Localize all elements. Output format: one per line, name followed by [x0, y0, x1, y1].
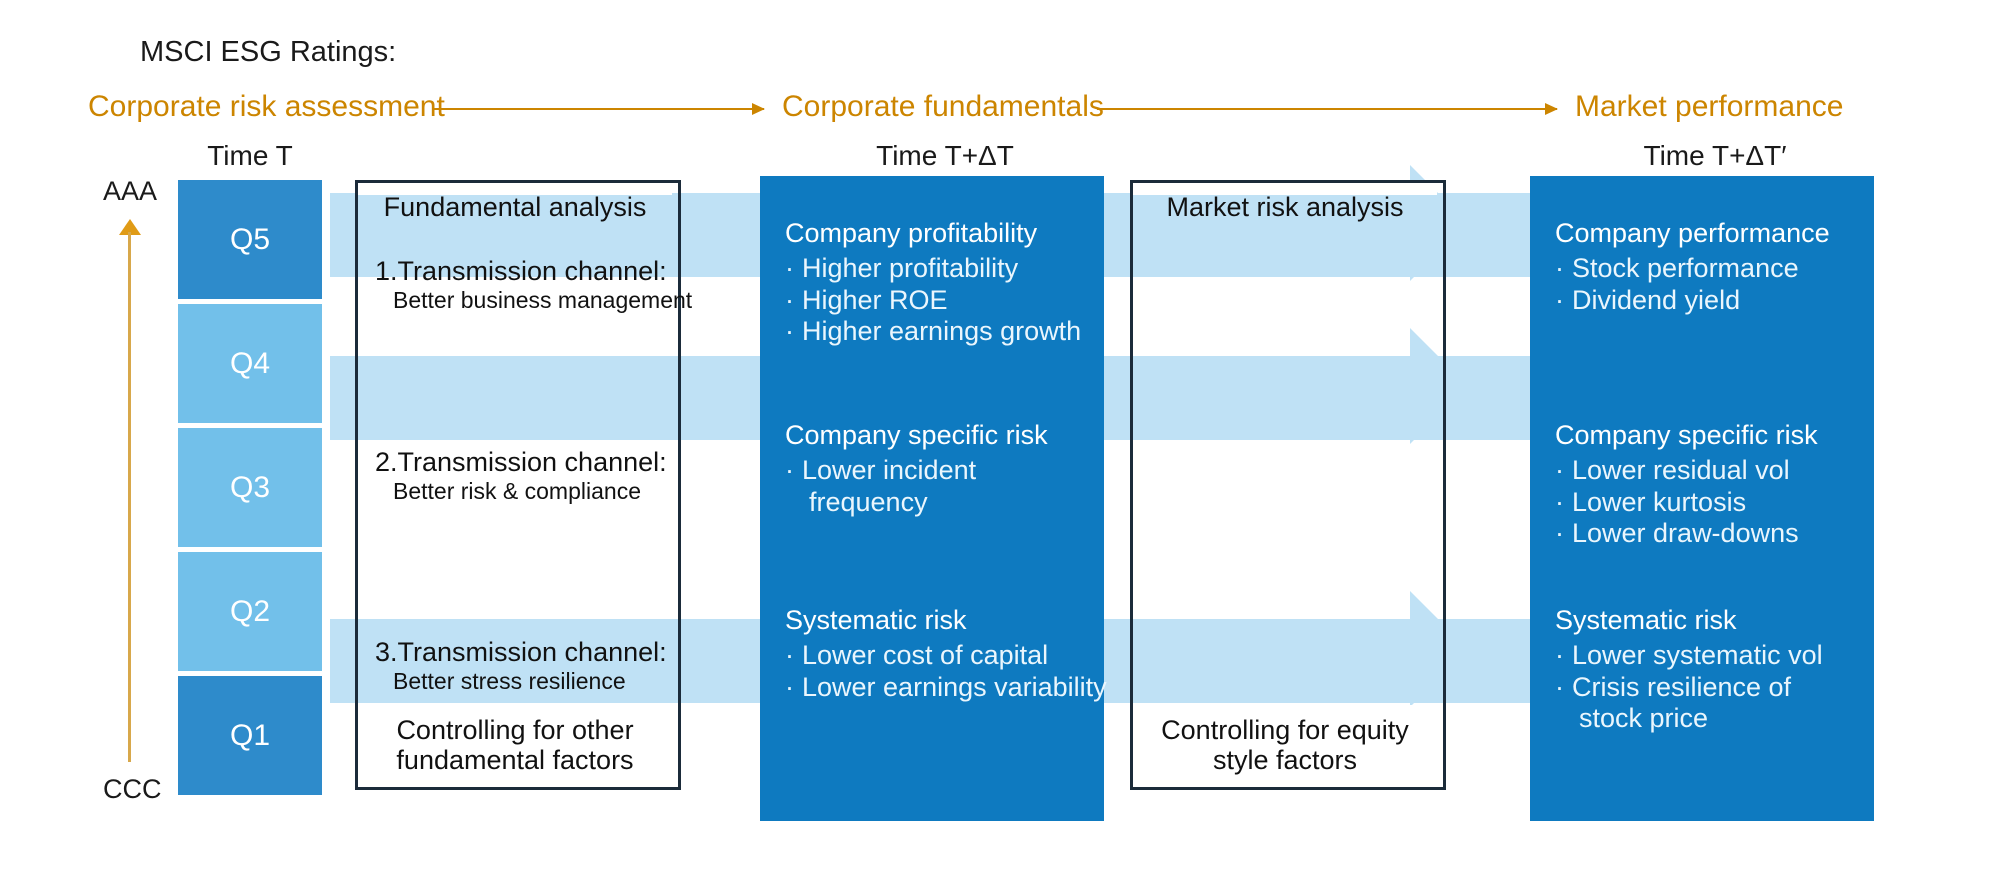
quintile-label: Q3 — [229, 470, 271, 504]
rating-axis-bottom-label: CCC — [103, 774, 162, 804]
transmission-channel-2-sub: Better risk & compliance — [393, 478, 641, 505]
cf-group-1-heading: Company profitability — [785, 218, 1038, 248]
transmission-channel-3: 3.Transmission channel: Better stress re… — [375, 637, 667, 694]
bullet-icon: · — [1555, 455, 1564, 486]
bullet-icon: · — [1555, 640, 1564, 671]
bullet-icon: · — [785, 640, 794, 671]
mp-group-company-specific-risk: Company specific risk ·Lower residual vo… — [1555, 420, 1818, 549]
transmission-channel-1: 1.Transmission channel: Better business … — [375, 256, 692, 313]
cf-group-company-specific-risk: Company specific risk ·Lower incident fr… — [785, 420, 1048, 518]
quintile-label: Q1 — [229, 718, 271, 752]
mp-group-1-item-1: ·Stock performance — [1555, 253, 1799, 284]
stage-arrow-2-icon — [1097, 103, 1558, 115]
market-performance-panel — [1530, 176, 1874, 821]
fundamental-analysis-box — [355, 180, 681, 790]
transmission-band-3-arrowhead-icon — [1410, 591, 1468, 707]
quintile-cell-q2: Q2 — [178, 552, 322, 671]
cf-group-3-item-1: ·Lower cost of capital — [785, 640, 1049, 671]
rating-axis-line — [128, 232, 131, 762]
quintile-label: Q2 — [229, 594, 271, 628]
stage-arrow-1-icon — [434, 103, 765, 115]
transmission-channel-2: 2.Transmission channel: Better risk & co… — [375, 447, 667, 504]
cf-group-3-item-2: ·Lower earnings variability — [785, 671, 1107, 702]
bullet-icon: · — [785, 455, 794, 486]
bullet-icon: · — [1555, 486, 1564, 517]
mp-group-3-heading: Systematic risk — [1555, 605, 1737, 635]
market-risk-footer-line2: style factors — [1212, 745, 1358, 776]
quintile-label: Q5 — [229, 222, 271, 256]
mp-group-1-item-2: ·Dividend yield — [1555, 284, 1741, 315]
mp-group-1-heading: Company performance — [1555, 218, 1830, 248]
msci-esg-ratings-title: MSCI ESG Ratings: — [140, 36, 397, 68]
fundamental-analysis-title: Fundamental analysis — [383, 192, 647, 222]
mp-group-3-item-2: ·Crisis resilience of — [1555, 671, 1792, 702]
bullet-icon: · — [1555, 517, 1564, 548]
mp-group-2-heading: Company specific risk — [1555, 420, 1818, 450]
bullet-icon: · — [1555, 671, 1564, 702]
quintile-label: Q4 — [229, 346, 271, 380]
time-label-t-delta: Time T+ΔT — [876, 140, 1014, 171]
quintile-cell-q4: Q4 — [178, 304, 322, 423]
market-risk-analysis-title: Market risk analysis — [1166, 192, 1404, 222]
mp-group-3-item-1: ·Lower systematic vol — [1555, 640, 1823, 671]
bullet-icon: · — [785, 253, 794, 284]
esg-quintile-column: Q5 Q4 Q3 Q2 Q1 — [178, 180, 322, 795]
transmission-band-2-arrowhead-icon — [1410, 328, 1468, 444]
bullet-icon: · — [785, 284, 794, 315]
mp-group-2-item-3: ·Lower draw-downs — [1555, 517, 1799, 548]
cf-group-2-item-1: ·Lower incident — [785, 455, 977, 486]
fundamental-analysis-footer-line2: fundamental factors — [396, 745, 634, 776]
cf-group-3-heading: Systematic risk — [785, 605, 967, 635]
time-label-t: Time T — [207, 140, 293, 171]
rating-axis-top-label: AAA — [103, 176, 158, 206]
transmission-channel-1-main: 1.Transmission channel: — [375, 256, 667, 286]
cf-group-2-item-1-continuation: frequency — [809, 486, 928, 517]
bullet-icon: · — [1555, 284, 1564, 315]
quintile-cell-q1: Q1 — [178, 676, 322, 795]
market-risk-analysis-box — [1130, 180, 1446, 790]
cf-group-company-profitability: Company profitability ·Higher profitabil… — [785, 218, 1081, 347]
fundamental-analysis-footer: Controlling for other fundamental factor… — [358, 705, 672, 781]
cf-group-1-item-1: ·Higher profitability — [785, 253, 1019, 284]
quintile-cell-q5: Q5 — [178, 180, 322, 299]
market-risk-footer-line1: Controlling for equity — [1161, 715, 1409, 745]
market-risk-box-top-mask — [1133, 183, 1437, 195]
stage-label-corporate-risk-assessment: Corporate risk assessment — [88, 90, 445, 123]
transmission-channel-2-main: 2.Transmission channel: — [375, 447, 667, 477]
transmission-channel-3-main: 3.Transmission channel: — [375, 637, 667, 667]
mp-group-systematic-risk: Systematic risk ·Lower systematic vol ·C… — [1555, 605, 1823, 734]
cf-group-2-heading: Company specific risk — [785, 420, 1048, 450]
mp-group-company-performance: Company performance ·Stock performance ·… — [1555, 218, 1830, 316]
market-risk-analysis-footer: Controlling for equity style factors — [1133, 705, 1437, 781]
cf-group-systematic-risk: Systematic risk ·Lower cost of capital ·… — [785, 605, 1107, 703]
mp-group-2-item-2: ·Lower kurtosis — [1555, 486, 1747, 517]
bullet-icon: · — [785, 671, 794, 702]
cf-group-1-item-3: ·Higher earnings growth — [785, 315, 1082, 346]
mp-group-2-item-1: ·Lower residual vol — [1555, 455, 1790, 486]
bullet-icon: · — [1555, 253, 1564, 284]
transmission-channel-1-sub: Better business management — [393, 287, 693, 314]
bullet-icon: · — [785, 315, 794, 346]
mp-group-3-item-2-continuation: stock price — [1579, 702, 1709, 733]
stage-label-market-performance: Market performance — [1575, 90, 1844, 123]
fundamental-box-top-mask — [358, 183, 672, 195]
cf-group-1-item-2: ·Higher ROE — [785, 284, 948, 315]
stage-label-corporate-fundamentals: Corporate fundamentals — [782, 90, 1104, 123]
quintile-cell-q3: Q3 — [178, 428, 322, 547]
time-label-t-delta-prime: Time T+ΔT′ — [1643, 140, 1787, 171]
corporate-fundamentals-panel — [760, 176, 1104, 821]
transmission-channel-3-sub: Better stress resilience — [393, 668, 626, 695]
fundamental-analysis-footer-line1: Controlling for other — [396, 715, 634, 745]
rating-axis-arrowhead-icon — [119, 219, 141, 235]
